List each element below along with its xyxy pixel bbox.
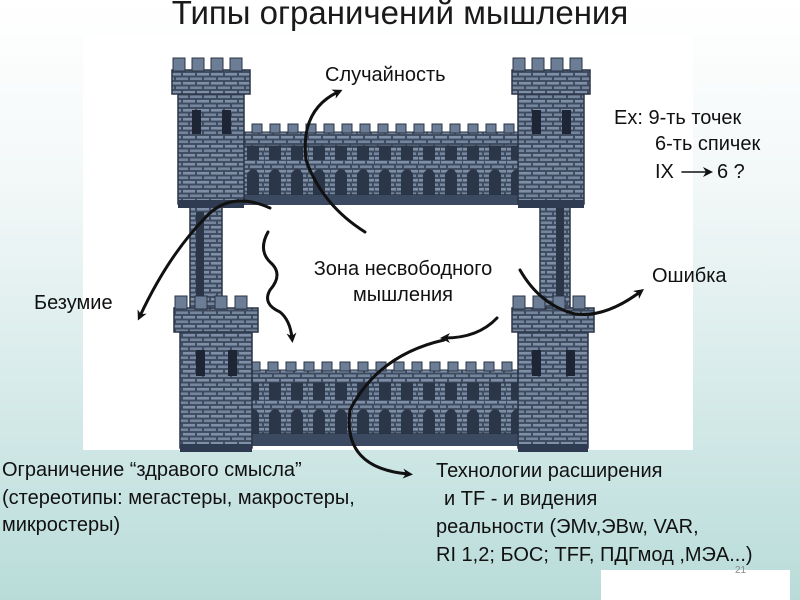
example-line-1: Ex: 9-ть точек: [614, 107, 742, 129]
tower-top-right: [511, 57, 591, 208]
bottom-wall: [244, 361, 526, 446]
arrow-to-bezumie: [137, 199, 272, 321]
tower-bottom-left: [173, 295, 259, 452]
page-number-box: [601, 570, 790, 600]
tower-bottom-right: [511, 295, 595, 452]
page-number: 21: [735, 565, 747, 576]
zone-label-line-2: мышления: [352, 284, 453, 306]
label-sluchainost: Случайность: [325, 64, 446, 86]
limit-text-line-2: (стереотипы: мегастеры, макростеры,: [2, 487, 355, 509]
example-line-2: 6-ть спичек: [655, 133, 761, 155]
label-oshibka: Ошибка: [652, 265, 727, 287]
slide-title: Типы ограничений мышления: [171, 0, 629, 31]
example-line-3-ix: IX: [655, 161, 674, 183]
example-line-3-6: 6 ?: [717, 161, 745, 183]
tech-text-line-1: Технологии расширения: [436, 460, 663, 482]
limit-text-line-1: Ограничение “здравого смысла”: [2, 459, 302, 481]
tech-text-line-3: реальности (ЭМv,ЭВw, VAR,: [436, 516, 699, 538]
tower-top-left: [171, 57, 251, 208]
tech-text-line-2: и TF - и видения: [444, 488, 598, 510]
limit-text-line-3: микростеры): [2, 514, 121, 536]
arrow-to-oshibka: [518, 268, 645, 317]
arrow-inward-wavy: [262, 230, 297, 343]
arrow-to-sluchainost: [303, 89, 367, 234]
top-wall: [229, 123, 531, 205]
arrow-to-technologies-curve: [347, 338, 446, 479]
arrow-to-technologies: [440, 316, 499, 343]
tech-text-line-4: RI 1,2; БОС; TFF, ПДГмод ,МЭА...): [436, 544, 753, 566]
label-bezumie: Безумие: [34, 292, 113, 314]
zone-label-line-1: Зона несвободного: [313, 258, 493, 280]
